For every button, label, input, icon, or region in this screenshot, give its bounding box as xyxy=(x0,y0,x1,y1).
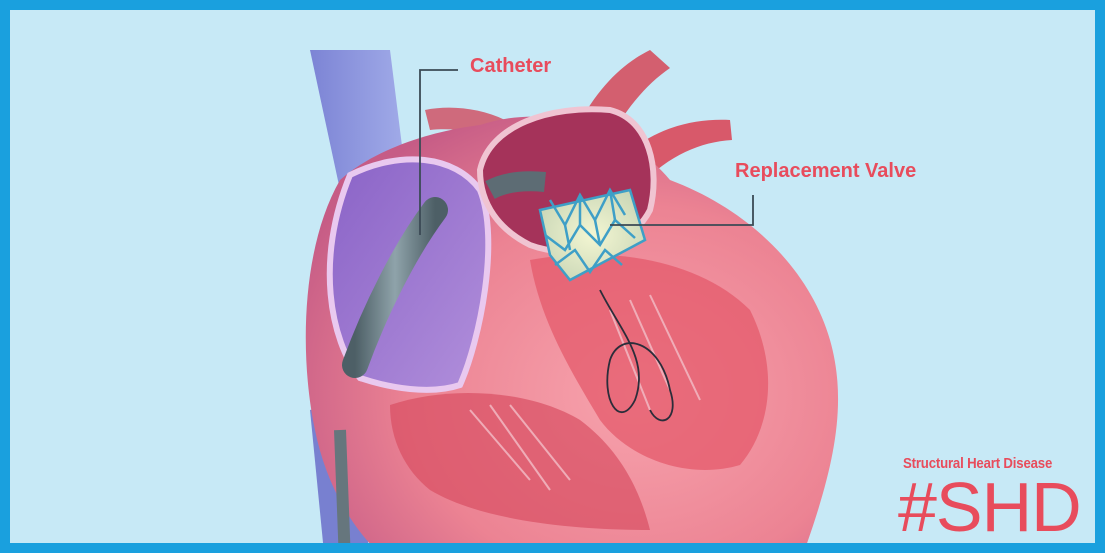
badge-hashtag: #SHD xyxy=(898,472,1081,542)
replacement-valve-label: Replacement Valve xyxy=(735,160,916,183)
catheter-label: Catheter xyxy=(470,55,551,78)
catheter-lower xyxy=(340,430,345,553)
catheter-tip xyxy=(490,181,545,190)
